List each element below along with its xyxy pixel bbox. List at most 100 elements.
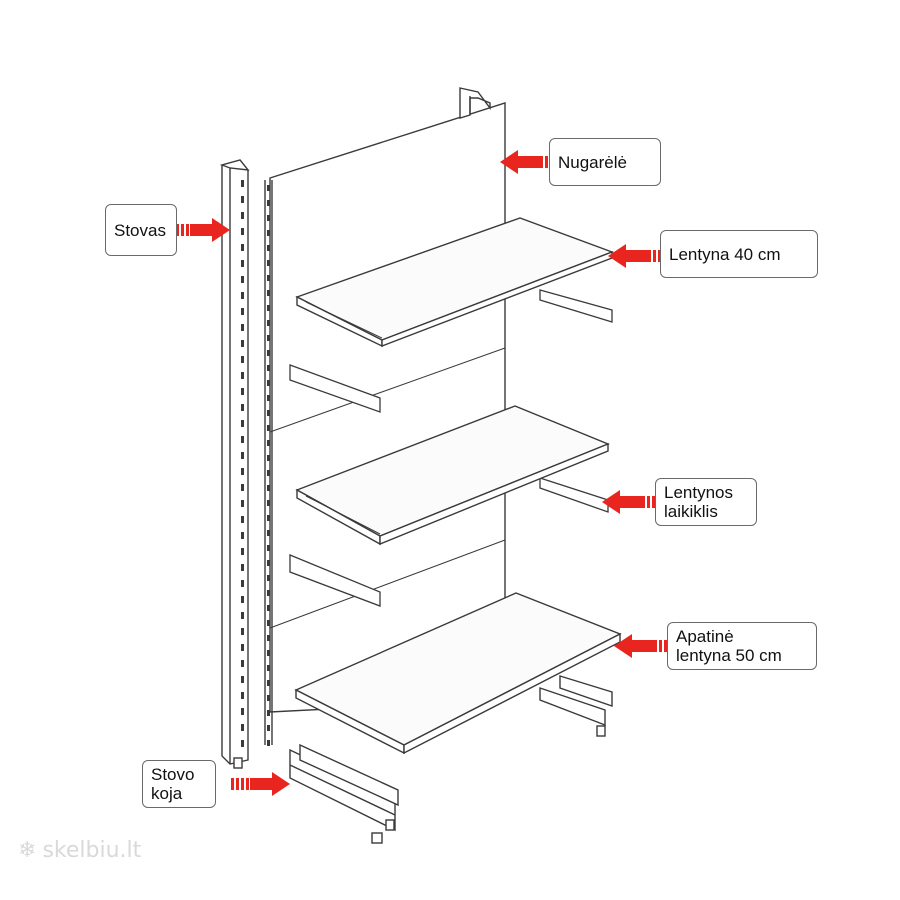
post-slot: [241, 724, 244, 731]
label-lentynos-laikiklis: Lentynos laikiklis: [655, 478, 757, 526]
shelf-middle: [295, 405, 610, 546]
label-stovas: Stovas: [105, 204, 177, 256]
post-slot: [241, 260, 244, 267]
label-nugarele: Nugarėlė: [549, 138, 661, 186]
panel-slot: [267, 530, 270, 536]
post-slot: [241, 708, 244, 715]
panel-slot: [267, 365, 270, 371]
post-slot: [241, 676, 244, 683]
shelf-bottom: [294, 592, 622, 755]
panel-slot: [267, 215, 270, 221]
shelf-brackets: [289, 289, 613, 607]
label-laikiklis-line2: laikiklis: [664, 502, 718, 521]
arrow-stovas: [171, 218, 230, 242]
panel-slot: [267, 665, 270, 671]
panel-slot: [267, 395, 270, 401]
label-apatine-lentyna: Apatinė lentyna 50 cm: [667, 622, 817, 670]
post-slot: [241, 484, 244, 491]
post-slot: [241, 436, 244, 443]
panel-slot: [267, 650, 270, 656]
label-koja-line1: Stovo: [151, 765, 195, 784]
arrow-apatine-lentyna: [614, 634, 672, 658]
post-slot: [241, 356, 244, 363]
panel-slot: [267, 305, 270, 311]
post-slot: [241, 628, 244, 635]
post-slot: [241, 612, 244, 619]
panel-slot: [267, 455, 270, 461]
post-slot: [241, 404, 244, 411]
panel-slot: [267, 560, 270, 566]
post-slot: [241, 564, 244, 571]
panel-slot: [267, 605, 270, 611]
panel-slot: [267, 320, 270, 326]
post-slot: [241, 740, 244, 747]
label-koja-line2: koja: [151, 784, 183, 803]
post-slot: [241, 308, 244, 315]
panel-slot: [267, 200, 270, 206]
panel-slot: [267, 485, 270, 491]
post-slot: [241, 644, 244, 651]
label-apatine-line1: Apatinė: [676, 627, 734, 646]
post-slot: [241, 340, 244, 347]
post-slots: [241, 180, 244, 747]
post-slot: [241, 292, 244, 299]
post-slot: [241, 548, 244, 555]
label-apatine-line2: lentyna 50 cm: [676, 646, 782, 665]
panel-slot: [267, 350, 270, 356]
arrow-lentyna-40: [608, 244, 666, 268]
post-slot: [241, 596, 244, 603]
panel-slot: [267, 275, 270, 281]
post-slot: [241, 468, 244, 475]
arrow-stovo-koja: [231, 772, 290, 796]
panel-slot: [267, 500, 270, 506]
panel-slot: [267, 380, 270, 386]
post-slot: [241, 580, 244, 587]
post-slot: [241, 324, 244, 331]
panel-slot: [267, 245, 270, 251]
post-slot: [241, 532, 244, 539]
panel-slot: [267, 335, 270, 341]
panel-slot: [267, 515, 270, 521]
panel-slots: [267, 185, 270, 746]
panel-slot: [267, 575, 270, 581]
panel-slot: [267, 470, 270, 476]
post-slot: [241, 692, 244, 699]
watermark-text: skelbiu.lt: [42, 838, 142, 863]
panel-slot: [267, 710, 270, 716]
label-laikiklis-line1: Lentynos: [664, 483, 733, 502]
panel-slot: [267, 230, 270, 236]
panel-slot: [267, 635, 270, 641]
post-slot: [241, 180, 244, 187]
panel-slot: [267, 725, 270, 731]
panel-slot: [267, 590, 270, 596]
label-nugarele-text: Nugarėlė: [558, 152, 627, 172]
arrow-laikiklis: [602, 490, 660, 514]
post-slot: [241, 500, 244, 507]
panel-slot: [267, 545, 270, 551]
watermark: ❄ skelbiu.lt: [18, 838, 141, 863]
post-slot: [241, 372, 244, 379]
upright-post: [219, 159, 250, 769]
post-slot: [241, 244, 244, 251]
post-slot: [241, 212, 244, 219]
snowflake-logo-icon: ❄: [18, 838, 37, 863]
panel-slot: [267, 695, 270, 701]
panel-slot: [267, 440, 270, 446]
label-stovo-koja: Stovo koja: [142, 760, 216, 808]
post-slot: [241, 196, 244, 203]
base-legs: [289, 675, 613, 844]
panel-slot: [267, 680, 270, 686]
post-slot: [241, 660, 244, 667]
panel-slot: [267, 740, 270, 746]
panel-slot: [267, 290, 270, 296]
label-stovas-text: Stovas: [114, 220, 166, 240]
panel-slot: [267, 620, 270, 626]
post-slot: [241, 228, 244, 235]
post-slot: [241, 276, 244, 283]
panel-slot: [267, 425, 270, 431]
label-lentyna-40-text: Lentyna 40 cm: [669, 244, 781, 264]
panel-slot: [267, 185, 270, 191]
post-slot: [241, 516, 244, 523]
label-lentyna-40: Lentyna 40 cm: [660, 230, 818, 278]
